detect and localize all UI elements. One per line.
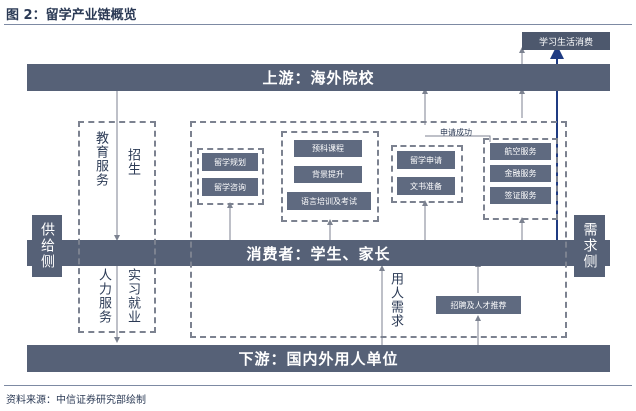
application-success-label: 申请成功: [440, 128, 472, 137]
pre-course-node: 预科课程: [294, 140, 362, 157]
demand-side-box: 需求侧: [574, 215, 605, 277]
living-consumption-box: 学习生活消费: [522, 32, 610, 50]
visa-service-node: 签证服务: [490, 187, 551, 204]
figure-title: 图 2：留学产业链概览: [6, 8, 137, 23]
internship-employment-label: 实习就业: [125, 268, 140, 324]
document-prep-node: 文书准备: [397, 177, 455, 195]
downstream-band: 下游：国内外用人单位: [27, 345, 610, 372]
planning-group: [197, 148, 264, 205]
flight-service-node: 航空服务: [490, 143, 551, 160]
application-node: 留学申请: [397, 151, 455, 169]
footer-rule: [4, 385, 632, 386]
consumers-band: 消费者：学生、家长: [27, 240, 610, 266]
finance-service-node: 金融服务: [490, 165, 551, 182]
main-services-panel: [190, 121, 567, 338]
recruit-talent-node: 招聘及人才推荐: [436, 296, 521, 314]
left-services-panel: [78, 121, 156, 333]
application-group: [391, 145, 463, 203]
title-rule: [4, 24, 632, 25]
recruitment-label: 招生: [125, 148, 140, 176]
upstream-band: 上游：海外院校: [27, 64, 610, 91]
hr-services-label: 人力服务: [96, 268, 111, 324]
education-services-label: 教育服务: [93, 131, 108, 187]
hiring-demand-label: 用人需求: [388, 272, 403, 328]
language-training-node: 语言培训及考试: [287, 192, 371, 210]
study-consulting-node: 留学咨询: [202, 178, 258, 196]
study-planning-node: 留学规划: [202, 153, 258, 171]
supply-side-box: 供给侧: [32, 215, 62, 277]
background-boost-node: 背景提升: [294, 166, 362, 183]
travel-services-group: [483, 138, 558, 220]
training-group: [281, 131, 379, 222]
source-note: 资料来源：中信证券研究部绘制: [6, 395, 146, 406]
